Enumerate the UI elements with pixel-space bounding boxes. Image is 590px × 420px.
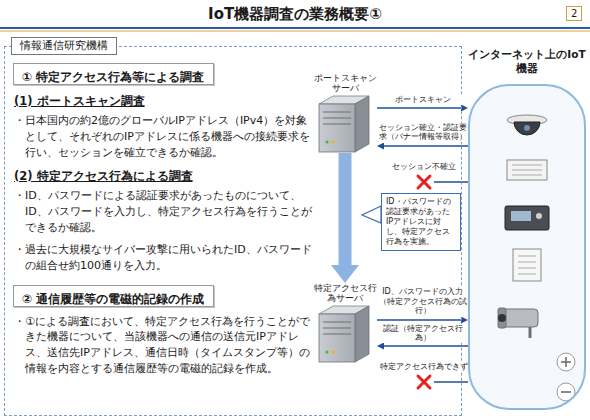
page-number: 2 [566, 6, 582, 21]
failure-note: 特定アクセス行為できず [380, 362, 468, 372]
bullet-text: ・ID、パスワードによる認証要求があったものについて、ID、パスワードを入力し、… [14, 188, 313, 236]
connector-arrow [384, 145, 468, 146]
node-text: インターネット上のIoT機器 [468, 48, 586, 75]
zoom-control [557, 353, 575, 401]
header-rule [0, 27, 590, 29]
bullet-text: ・①による調査において、特定アクセス行為を行うことができた機器について、当該機器… [14, 314, 313, 378]
subheading: (2) 特定アクセス行為による調査 [14, 169, 193, 184]
connector-arrow [384, 345, 468, 346]
header-rule [0, 31, 590, 32]
failed-line [434, 381, 468, 382]
recorder-icon [505, 206, 549, 230]
node-text: ポートスキャンサーバ [313, 73, 377, 93]
node-text: ID・パスワードの認証要求があったIPアドレスに対し、特定アクセス行為を実施。 [386, 197, 456, 247]
bullet-text: ・日本国内の約2億のグローバルIPアドレス（IPv4）を対象として、それぞれのI… [14, 113, 313, 161]
node-text: ① 特定アクセス行為等による調査 [22, 69, 204, 85]
header-band [0, 0, 590, 28]
server-node: 特定アクセス行為サーバ [313, 283, 377, 363]
node-text: ② 通信履歴等の電磁的記録の作成 [22, 291, 204, 307]
internet-cloud: インターネット上のIoT機器 [468, 84, 586, 410]
cross-mark [418, 376, 430, 388]
router-icon [507, 160, 547, 180]
bullet-camera [498, 308, 538, 338]
subheading: (1) ポートスキャン調査 [14, 94, 145, 109]
failed-line [434, 181, 468, 182]
callout-pointer [362, 206, 381, 223]
server-icon [319, 306, 369, 362]
callout-box: ID・パスワードの認証要求があったIPアドレスに対し、特定アクセス行為を実施。 [381, 193, 461, 251]
cloud-fill [468, 84, 586, 410]
access-point-icon [513, 249, 541, 281]
bullet-text: ・過去に大規模なサイバー攻撃に用いられたID、パスワードの組合せ約100通りを入… [14, 242, 313, 274]
flow-arrow [339, 153, 352, 265]
cloud-outline [469, 85, 585, 409]
cross-mark [418, 176, 430, 188]
page-title: IoT機器調査の業務概要① [0, 5, 590, 23]
edge-label: ID、パスワードの入力（特定アクセス行為の試行） [377, 287, 468, 316]
edge-label: ポートスキャン [377, 95, 468, 105]
server-icon [319, 96, 369, 152]
dome-camera [507, 115, 547, 135]
connector-arrow [377, 107, 461, 108]
edge-label: セッション確立・認証要求（バナー情報等取得） [377, 123, 468, 142]
section-heading: ① 特定アクセス行為等による調査 [13, 63, 214, 85]
section-heading: ② 通信履歴等の電磁的記録の作成 [13, 285, 214, 307]
failure-note: セッション不確立 [392, 162, 456, 172]
node-text: 特定アクセス行為サーバ [313, 283, 377, 303]
node-text: 情報通信研究機構 [11, 37, 117, 55]
edge-label: 認証（特定アクセス行為） [377, 324, 468, 343]
connector-arrow [377, 319, 461, 320]
cloud-outline [468, 84, 586, 410]
server-node: ポートスキャンサーバ [313, 73, 377, 153]
